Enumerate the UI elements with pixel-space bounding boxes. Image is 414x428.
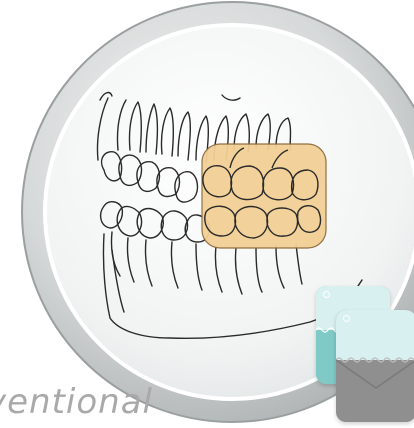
bitewing-highlight <box>202 144 326 248</box>
xray-film-icon <box>336 310 414 422</box>
caption-text: ventional <box>0 382 153 422</box>
film-dot <box>323 291 330 298</box>
film-envelope-fold <box>336 310 414 422</box>
